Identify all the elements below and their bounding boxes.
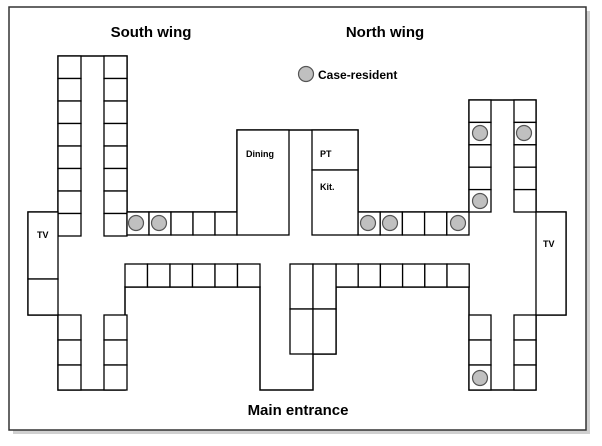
resident-room <box>513 339 537 366</box>
resident-room <box>57 122 82 147</box>
resident-room <box>103 314 128 341</box>
main-entrance-label: Main entrance <box>248 402 349 419</box>
resident-room <box>57 314 82 341</box>
resident-room <box>357 263 382 288</box>
tv-left-label: TV <box>37 230 49 240</box>
resident-room <box>57 339 82 366</box>
resident-room <box>57 77 82 102</box>
room <box>289 263 314 310</box>
tv-right-label: TV <box>543 239 555 249</box>
north-wing-label: North wing <box>346 24 424 41</box>
kitchen-label: Kit. <box>320 182 335 192</box>
resident-room <box>103 122 128 147</box>
legend-resident-marker <box>297 65 315 83</box>
resident-room <box>468 339 492 366</box>
resident-room <box>214 263 239 288</box>
resident-room <box>423 211 448 236</box>
resident-room <box>57 167 82 192</box>
dining-room <box>236 129 290 236</box>
kitchen-room <box>311 169 359 236</box>
resident-room <box>170 211 194 236</box>
resident-room <box>57 55 82 80</box>
resident-room <box>103 77 128 102</box>
resident-room <box>103 167 128 192</box>
resident-marker <box>359 214 377 232</box>
resident-room <box>169 263 194 288</box>
resident-room <box>379 263 404 288</box>
resident-room <box>57 364 82 391</box>
resident-room <box>468 166 492 191</box>
resident-room <box>401 211 426 236</box>
resident-marker <box>127 214 145 232</box>
resident-room <box>57 145 82 170</box>
resident-room <box>335 263 359 288</box>
resident-room <box>236 263 261 288</box>
resident-marker <box>449 214 467 232</box>
resident-room <box>513 314 537 341</box>
resident-room <box>103 100 128 125</box>
resident-room <box>214 211 238 236</box>
resident-room <box>513 144 537 168</box>
resident-room <box>513 364 537 391</box>
resident-room <box>192 211 216 236</box>
room <box>312 263 337 310</box>
resident-room <box>513 188 537 213</box>
resident-room <box>401 263 426 288</box>
resident-room <box>103 364 128 391</box>
resident-room <box>103 212 128 237</box>
resident-marker <box>471 369 489 387</box>
dining-label: Dining <box>246 149 274 159</box>
resident-marker <box>471 192 489 210</box>
room <box>312 308 337 355</box>
resident-room <box>124 263 149 288</box>
resident-room <box>513 99 537 124</box>
resident-room <box>424 263 448 288</box>
resident-room <box>103 339 128 366</box>
resident-room <box>57 212 82 237</box>
resident-room <box>513 166 537 191</box>
room <box>289 308 314 355</box>
tv-room-right <box>535 211 567 316</box>
resident-room <box>468 144 492 168</box>
resident-room <box>446 263 470 288</box>
pt-label: PT <box>320 149 332 159</box>
resident-room <box>103 55 128 80</box>
resident-marker <box>515 124 533 142</box>
resident-marker <box>471 124 489 142</box>
resident-room <box>146 263 171 288</box>
resident-room <box>103 145 128 170</box>
tv-room-left <box>27 211 59 280</box>
resident-room <box>57 100 82 125</box>
resident-room <box>468 99 492 124</box>
room <box>27 278 59 316</box>
resident-room <box>103 190 128 215</box>
resident-marker <box>150 214 168 232</box>
resident-markers <box>127 124 533 387</box>
resident-room <box>468 314 492 341</box>
resident-marker <box>381 214 399 232</box>
resident-room <box>57 190 82 215</box>
resident-room <box>191 263 216 288</box>
south-wing-label: South wing <box>111 24 192 41</box>
pt-room <box>311 129 359 171</box>
legend-label: Case-resident <box>318 68 397 82</box>
